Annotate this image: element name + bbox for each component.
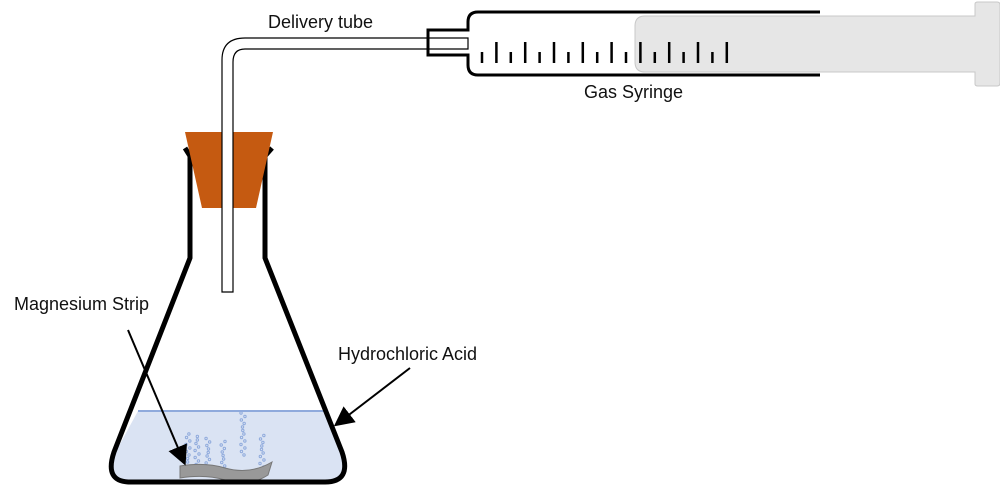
gas-bubble: [205, 443, 209, 448]
gas-bubble: [187, 432, 191, 436]
gas-bubble: [260, 444, 264, 448]
syringe-graduations: [480, 42, 729, 63]
gas-bubble: [240, 425, 245, 429]
gas-bubble: [259, 447, 264, 452]
gas-bubble: [239, 411, 243, 415]
gas-syringe-label: Gas Syringe: [584, 82, 684, 102]
gas-bubble: [205, 454, 209, 458]
gas-bubble: [188, 446, 192, 450]
gas-bubble: [239, 449, 244, 454]
gas-bubble: [196, 459, 201, 463]
delivery-tube-label: Delivery tube: [268, 12, 374, 32]
gas-bubble: [242, 453, 246, 457]
gas-bubble: [204, 436, 208, 441]
gas-bubble: [241, 428, 245, 433]
gas-bubble: [243, 414, 247, 419]
gas-bubble: [219, 443, 223, 447]
gas-bubble: [195, 438, 200, 442]
gas-bubble: [188, 439, 192, 443]
gas-bubble: [220, 460, 224, 465]
gas-bubble: [243, 439, 247, 443]
gas-bubble: [262, 458, 266, 462]
acid-label-arrow: [333, 367, 411, 427]
gas-bubble: [187, 453, 191, 457]
magnesium-strip-label: Magnesium Strip: [14, 294, 150, 314]
conical-flask: [108, 146, 348, 485]
gas-bubble: [220, 450, 224, 454]
gas-bubble: [207, 440, 212, 444]
syringe-plunger[interactable]: [634, 1, 1000, 87]
gas-bubble: [193, 455, 197, 460]
gas-bubble: [258, 461, 262, 466]
gas-bubble: [261, 451, 265, 455]
gas-bubble: [239, 418, 244, 422]
gas-bubble: [243, 446, 247, 450]
gas-bubbles: [184, 411, 266, 472]
gas-bubble: [207, 457, 212, 462]
gas-bubble: [261, 440, 265, 445]
gas-bubble: [242, 421, 246, 426]
gas-bubble: [221, 453, 225, 458]
gas-bubble: [242, 432, 246, 436]
gas-bubble: [221, 457, 226, 461]
gas-bubble: [206, 447, 211, 451]
gas-bubble: [222, 446, 227, 451]
syringe-barrel: [426, 10, 820, 77]
gas-bubble: [239, 435, 244, 440]
magnesium-strip: [179, 460, 273, 484]
gas-bubble: [258, 454, 263, 459]
gas-bubble: [258, 437, 263, 441]
gas-bubble: [239, 442, 243, 447]
gas-bubble: [194, 441, 198, 446]
gas-bubble: [195, 434, 200, 439]
gas-bubble: [193, 448, 197, 453]
gas-bubble: [184, 435, 189, 440]
hydrochloric-acid-label: Hydrochloric Acid: [338, 344, 478, 364]
gas-bubble: [262, 433, 266, 438]
gas-bubble: [223, 464, 227, 468]
magnesium-label-arrow: [127, 329, 187, 466]
delivery-tube: [221, 37, 469, 293]
gas-bubble: [197, 452, 201, 456]
gas-bubble: [206, 450, 210, 455]
gas-bubble: [223, 439, 227, 444]
gas-bubble: [196, 445, 201, 449]
